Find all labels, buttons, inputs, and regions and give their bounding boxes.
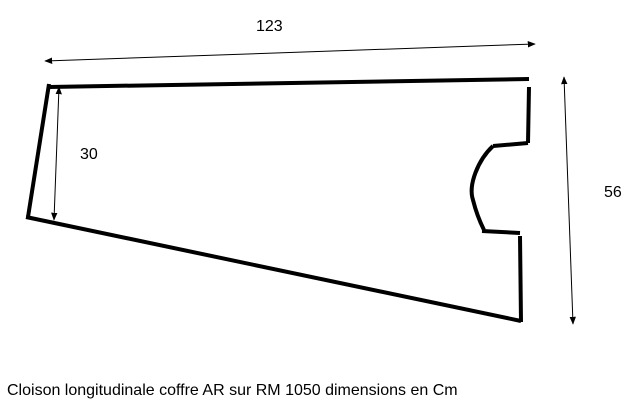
left-height-arrow bbox=[51, 86, 62, 221]
top-width-arrow bbox=[44, 41, 536, 64]
dimension-lines bbox=[44, 41, 576, 325]
left-height-label: 30 bbox=[80, 146, 98, 163]
right-height-label: 56 bbox=[604, 184, 622, 201]
drawing-caption: Cloison longitudinale coffre AR sur RM 1… bbox=[7, 382, 458, 399]
top-width-label: 123 bbox=[256, 18, 283, 35]
panel-top-edge bbox=[48, 77, 530, 89]
panel-right-cutout bbox=[492, 141, 529, 148]
panel-right-cutout-bottom bbox=[481, 229, 521, 235]
panel-right-upper-edge bbox=[526, 86, 531, 144]
panel-cutout-curve bbox=[469, 144, 495, 231]
panel-outline bbox=[25, 77, 531, 323]
right-height-arrow bbox=[561, 76, 576, 325]
panel-right-lower-edge bbox=[518, 235, 523, 323]
panel-left-edge bbox=[26, 83, 51, 218]
panel-bottom-edge bbox=[25, 215, 522, 323]
